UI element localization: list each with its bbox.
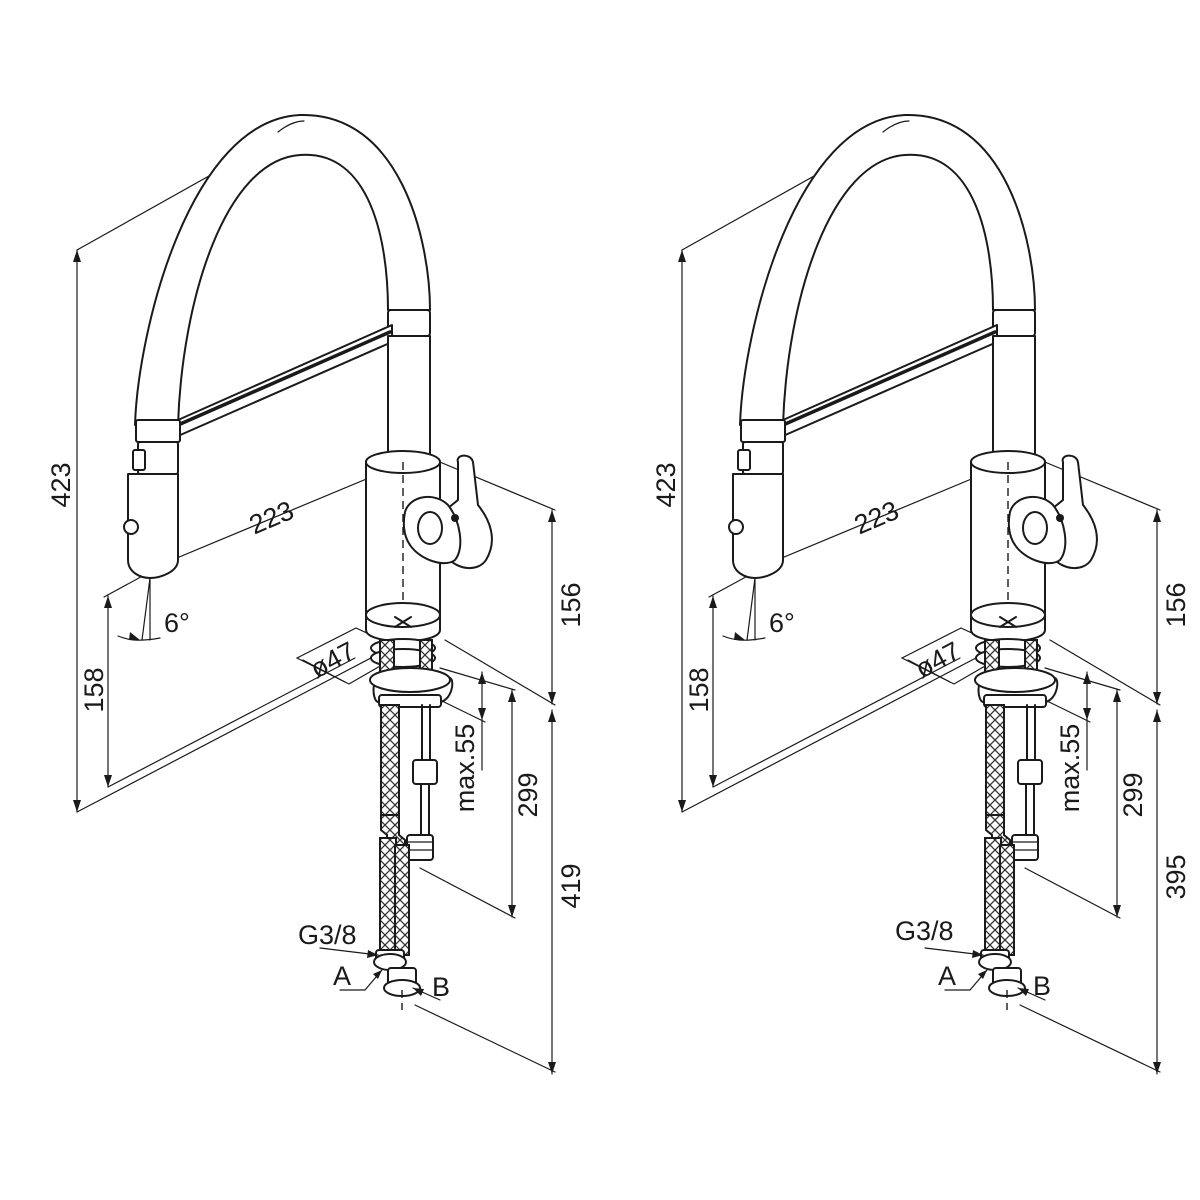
faucet-drawing-left: 423 223 6° 158 156 ø47 max.55 299 419 G3…: [46, 113, 586, 1076]
dim-max-thickness: max.55: [1055, 724, 1085, 813]
dim-body-height: 156: [1161, 582, 1191, 627]
dim-base-diameter: ø47: [305, 636, 360, 684]
dim-hose-length: 419: [556, 863, 586, 908]
label-thread: G3/8: [298, 920, 357, 950]
faucet-drawing-right: 423 223 6° 158 156 ø47 max.55 299 395 G3…: [651, 113, 1191, 1076]
dim-body-height: 156: [556, 582, 586, 627]
dim-spout-angle: 6°: [164, 608, 190, 638]
dim-shank-length: 299: [513, 772, 543, 817]
dim-spout-reach: 223: [245, 495, 298, 540]
dim-total-height: 423: [46, 462, 76, 507]
label-inlet-b: B: [432, 972, 450, 1002]
dim-base-diameter: ø47: [910, 636, 965, 684]
dim-spout-height: 158: [684, 667, 714, 712]
dim-max-thickness: max.55: [450, 724, 480, 813]
dim-spout-angle: 6°: [769, 608, 795, 638]
dim-spout-height: 158: [79, 667, 109, 712]
dim-total-height: 423: [651, 462, 681, 507]
dim-shank-length: 299: [1118, 772, 1148, 817]
label-inlet-a: A: [938, 961, 956, 991]
dim-spout-reach: 223: [850, 495, 903, 540]
dim-hose-length: 395: [1161, 854, 1191, 899]
label-inlet-b: B: [1033, 971, 1051, 1001]
label-inlet-a: A: [333, 961, 351, 991]
label-thread: G3/8: [895, 916, 954, 946]
